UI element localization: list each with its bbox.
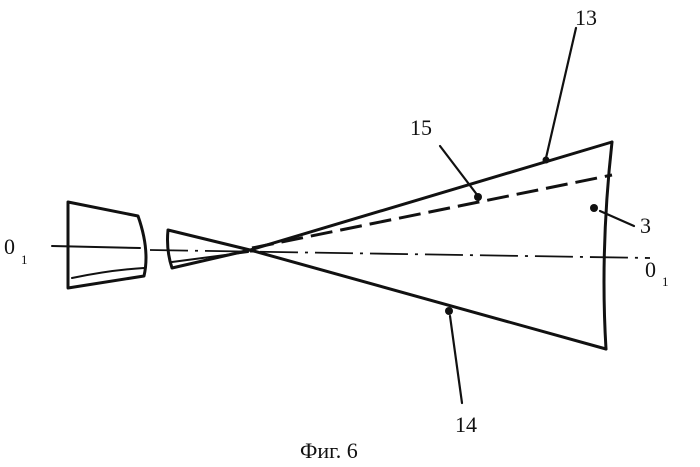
- leader-13-dot: [543, 157, 550, 164]
- large-cone-upper-edge: [250, 142, 612, 250]
- label-axis-left: 0: [4, 234, 15, 259]
- label-axis-left-sub: 1: [21, 252, 28, 267]
- label-15: 15: [410, 115, 432, 140]
- label-3: 3: [640, 213, 651, 238]
- figure-caption: Фиг. 6: [300, 438, 358, 463]
- leader-14-dot: [445, 307, 453, 315]
- leader-15-dot: [474, 193, 482, 201]
- axis-o1-left: [52, 246, 140, 248]
- small-apex-cone: [168, 230, 251, 268]
- label-13: 13: [575, 5, 597, 30]
- leader-14: [450, 316, 462, 403]
- label-axis-right: 0: [645, 257, 656, 282]
- large-cone-lower-edge: [250, 250, 606, 349]
- leader-13: [546, 28, 576, 158]
- label-axis-right-sub: 1: [662, 274, 669, 289]
- large-cone-base: [604, 142, 612, 349]
- left-truncated-cone: [68, 202, 146, 288]
- label-14: 14: [455, 412, 477, 437]
- dashed-line-15: [252, 175, 612, 248]
- leader-3-dot: [590, 204, 598, 212]
